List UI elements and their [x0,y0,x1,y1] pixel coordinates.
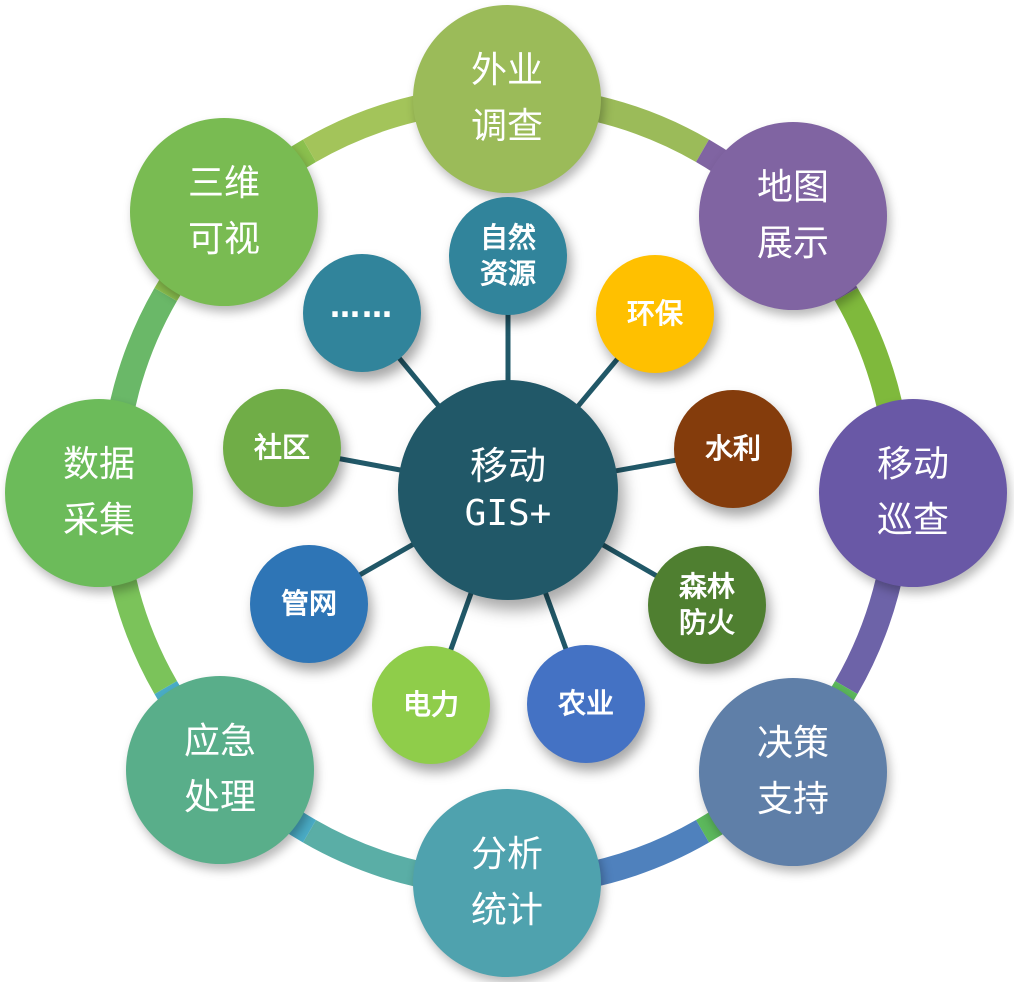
node-field-survey[interactable]: 外业 调查 [413,5,601,193]
node-decision-support-line1: 决策 [756,723,829,764]
node-data-collection[interactable]: 数据 采集 [5,399,193,587]
node-forest-fire-prevention-line1: 森林 [678,570,735,603]
node-forest-fire-prevention-line2: 防火 [678,606,735,639]
node-emergency-handling-line2: 处理 [183,777,256,818]
node-environment[interactable]: 环保 [596,255,714,373]
node-pipeline-network-label: 管网 [280,587,337,620]
node-agriculture[interactable]: 农业 [527,645,645,763]
node-emergency-handling-line1: 应急 [183,721,256,762]
node-water-conservancy[interactable]: 水利 [674,390,792,508]
node-decision-support[interactable]: 决策 支持 [699,678,887,866]
node-field-survey-line1: 外业 [470,50,543,91]
node-community-label: 社区 [253,431,310,464]
node-power-label: 电力 [402,688,459,721]
node-decision-support-line2: 支持 [756,779,829,820]
node-forest-fire-prevention[interactable]: 森林 防火 [648,546,766,664]
node-field-survey-line2: 调查 [470,106,543,147]
node-natural-resources-line2: 资源 [479,257,536,290]
node-community[interactable]: 社区 [223,389,341,507]
node-environment-label: 环保 [626,297,683,330]
node-3d-visualization-line1: 三维 [187,163,260,204]
node-water-conservancy-label: 水利 [704,432,761,465]
center-title-line2: GIS+ [464,493,552,534]
node-analysis-statistics[interactable]: 分析 统计 [413,789,601,977]
node-mobile-patrol-line2: 巡查 [876,500,949,541]
node-agriculture-label: 农业 [557,687,614,720]
node-data-collection-line1: 数据 [62,444,135,485]
node-emergency-handling[interactable]: 应急 处理 [126,676,314,864]
node-pipeline-network[interactable]: 管网 [250,545,368,663]
center-title-line1: 移动 [469,444,546,488]
node-more[interactable]: …… [303,254,421,372]
node-power[interactable]: 电力 [372,646,490,764]
node-3d-visualization[interactable]: 三维 可视 [130,118,318,306]
node-map-display[interactable]: 地图 展示 [699,122,887,310]
node-natural-resources-line1: 自然 [479,221,536,254]
node-mobile-patrol-line1: 移动 [876,444,949,485]
node-data-collection-line2: 采集 [62,500,135,541]
node-analysis-statistics-line1: 分析 [470,834,543,875]
node-map-display-line1: 地图 [756,167,829,208]
node-3d-visualization-line2: 可视 [187,219,260,260]
node-more-label: …… [330,290,394,325]
node-natural-resources[interactable]: 自然 资源 [449,197,567,315]
node-map-display-line2: 展示 [756,223,829,264]
center-mobile-gis[interactable]: 移动 GIS+ [398,380,618,600]
node-mobile-patrol[interactable]: 移动 巡查 [819,399,1007,587]
node-analysis-statistics-line2: 统计 [470,890,543,931]
